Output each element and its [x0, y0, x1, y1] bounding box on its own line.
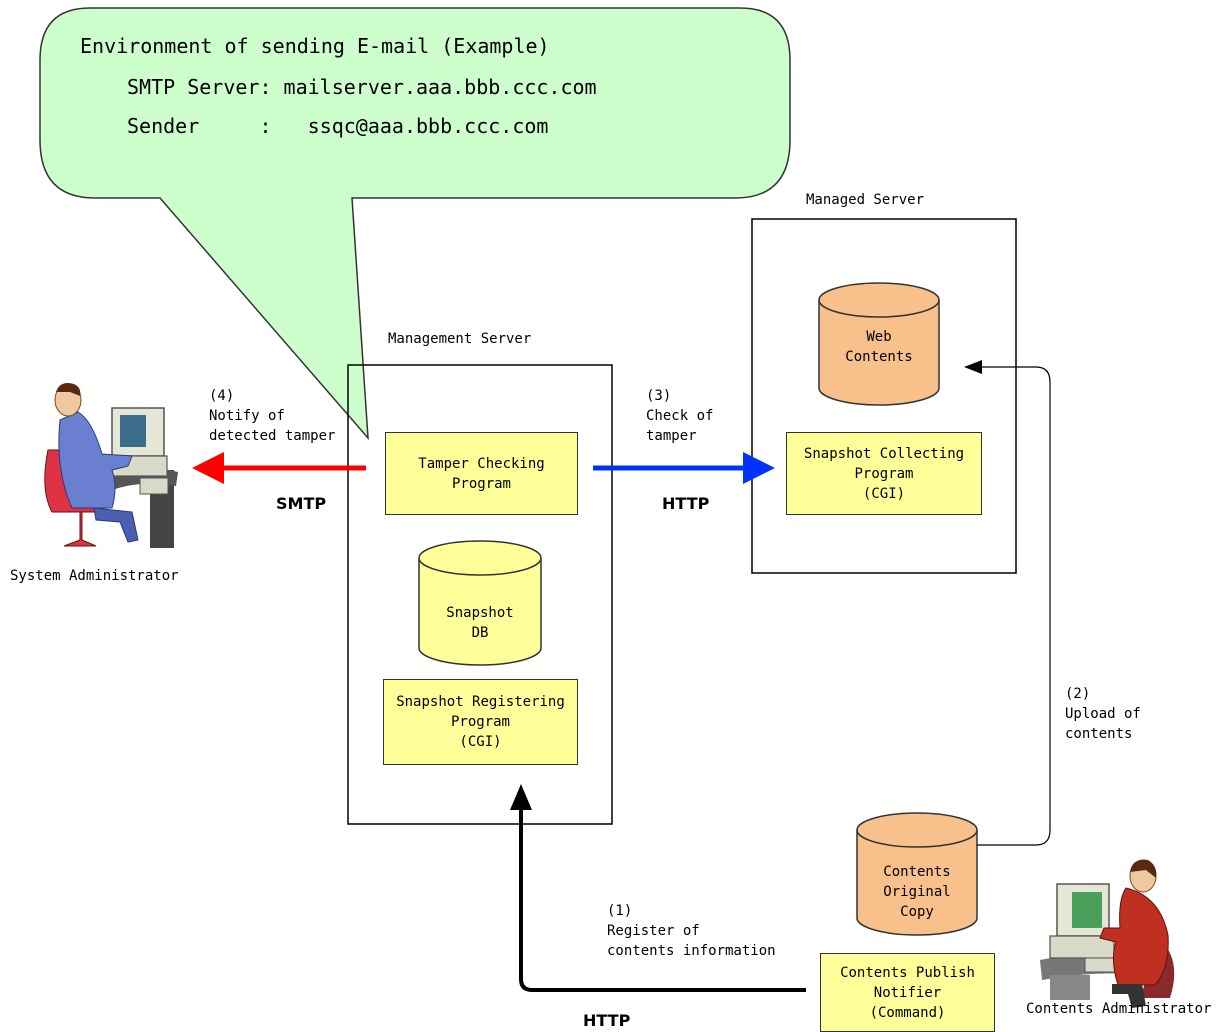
contents-administrator-figure [1040, 859, 1175, 1008]
smtp-arrow [192, 452, 366, 484]
step-4-label: (4) Notify of detected tamper [209, 388, 336, 444]
step-1-label: (1) Register of contents information [607, 903, 776, 959]
contents-administrator-label: Contents Administrator [1026, 1001, 1212, 1017]
step-3-label: (3) Check of tamper [646, 388, 714, 444]
system-administrator-label: System Administrator [10, 568, 179, 584]
snapshot-registering-program: Snapshot Registering Program (CGI) [383, 679, 578, 765]
original-copy-label: Contents Original Copy [883, 864, 951, 920]
snapshot-collecting-program: Snapshot Collecting Program (CGI) [786, 432, 982, 515]
bubble-sender: Sender : ssqc@aaa.bbb.ccc.com [127, 114, 549, 138]
snapshot-registering-program-label: Snapshot Registering Program (CGI) [396, 694, 565, 750]
contents-publish-notifier: Contents Publish Notifier (Command) [820, 953, 995, 1032]
original-copy-cylinder [856, 812, 978, 936]
bubble-smtp-server: SMTP Server: mailserver.aaa.bbb.ccc.com [127, 75, 597, 99]
upload-arrow [964, 360, 1051, 846]
snapshot-db-cylinder [418, 540, 542, 666]
snapshot-db-label: Snapshot DB [446, 605, 514, 641]
http-check-arrow [593, 452, 775, 484]
management-server-label: Management Server [388, 331, 532, 347]
speech-bubble [39, 7, 791, 441]
snapshot-collecting-program-label: Snapshot Collecting Program (CGI) [803, 445, 965, 502]
web-contents-cylinder [818, 282, 940, 406]
bubble-title: Environment of sending E-mail (Example) [80, 34, 550, 58]
system-administrator-figure [44, 383, 178, 548]
managed-server-box [751, 218, 1017, 574]
register-arrow [510, 784, 806, 992]
tamper-checking-program-label: Tamper Checking Program [418, 455, 545, 492]
step-2-label: (2) Upload of contents [1065, 686, 1141, 742]
tamper-checking-program: Tamper Checking Program [385, 432, 578, 515]
http-register-protocol-label: HTTP [583, 1011, 631, 1030]
http-check-protocol-label: HTTP [662, 494, 710, 513]
managed-server-label: Managed Server [806, 192, 925, 208]
smtp-protocol-label: SMTP [276, 494, 327, 513]
web-contents-label: Web Contents [845, 329, 913, 365]
management-server-box [347, 364, 613, 825]
contents-publish-notifier-label: Contents Publish Notifier (Command) [840, 964, 975, 1021]
